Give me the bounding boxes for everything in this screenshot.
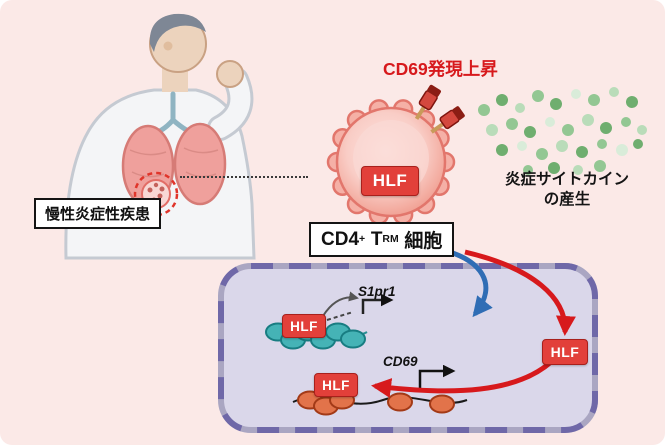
disease-label-text: 慢性炎症性疾患 xyxy=(45,206,151,223)
lung-to-cell-dotted-connector xyxy=(180,176,308,178)
hlf-text: HLF xyxy=(550,344,580,360)
cell-label-rm: RM xyxy=(382,234,399,245)
hlf-to-s1pr1-arrow xyxy=(322,291,359,317)
lung-right xyxy=(173,122,227,206)
cell-label-cd4: CD4 xyxy=(321,228,360,250)
cytokine-label-line1: 炎症サイトカイン xyxy=(504,171,629,188)
s1pr1-transcription-arrow xyxy=(361,293,394,314)
trm-cell-illustration xyxy=(326,84,465,225)
cell-label-plus: + xyxy=(359,234,366,245)
hlf-badge-s1pr1-locus: HLF xyxy=(282,314,326,338)
hlf-badge-cell: HLF xyxy=(361,166,419,196)
cd69-transcription-arrow xyxy=(418,364,456,388)
hlf-badge-cd69-locus: HLF xyxy=(314,373,358,397)
cd69-upregulation-label: CD69発現上昇 xyxy=(383,59,498,79)
cytokine-dots xyxy=(478,87,647,175)
cell-label-suffix: 細胞 xyxy=(404,231,443,252)
nuclear-pores xyxy=(218,263,598,433)
person-fist xyxy=(216,60,244,88)
gene-label-s1pr1: S1pr1 xyxy=(358,284,396,299)
disease-label: 慢性炎症性疾患 xyxy=(34,198,162,229)
red-pathway-arrow-to-hlf xyxy=(464,249,576,336)
hlf-text: HLF xyxy=(290,318,318,334)
cytokine-production-label: 炎症サイトカイン の産生 xyxy=(474,170,660,210)
repressed-link-dashed xyxy=(326,311,354,321)
nucleosomes-orange xyxy=(297,390,455,416)
hlf-text: HLF xyxy=(322,377,350,393)
hlf-badge-cytoplasm: HLF xyxy=(542,339,588,365)
hlf-text: HLF xyxy=(372,171,408,190)
person-ear xyxy=(163,41,173,51)
cell-label-t: T xyxy=(370,228,383,250)
red-arrow-hlf-to-cd69 xyxy=(371,360,553,398)
lung-texture xyxy=(129,147,219,178)
person-hair xyxy=(149,13,206,52)
inflamed-region-dashed-circle xyxy=(133,171,179,217)
cd69-receptor-icon xyxy=(414,84,441,120)
gene-label-cd69: CD69 xyxy=(383,354,418,369)
cd69-receptor-icon xyxy=(430,106,465,134)
cytokine-label-line2: の産生 xyxy=(543,191,591,209)
